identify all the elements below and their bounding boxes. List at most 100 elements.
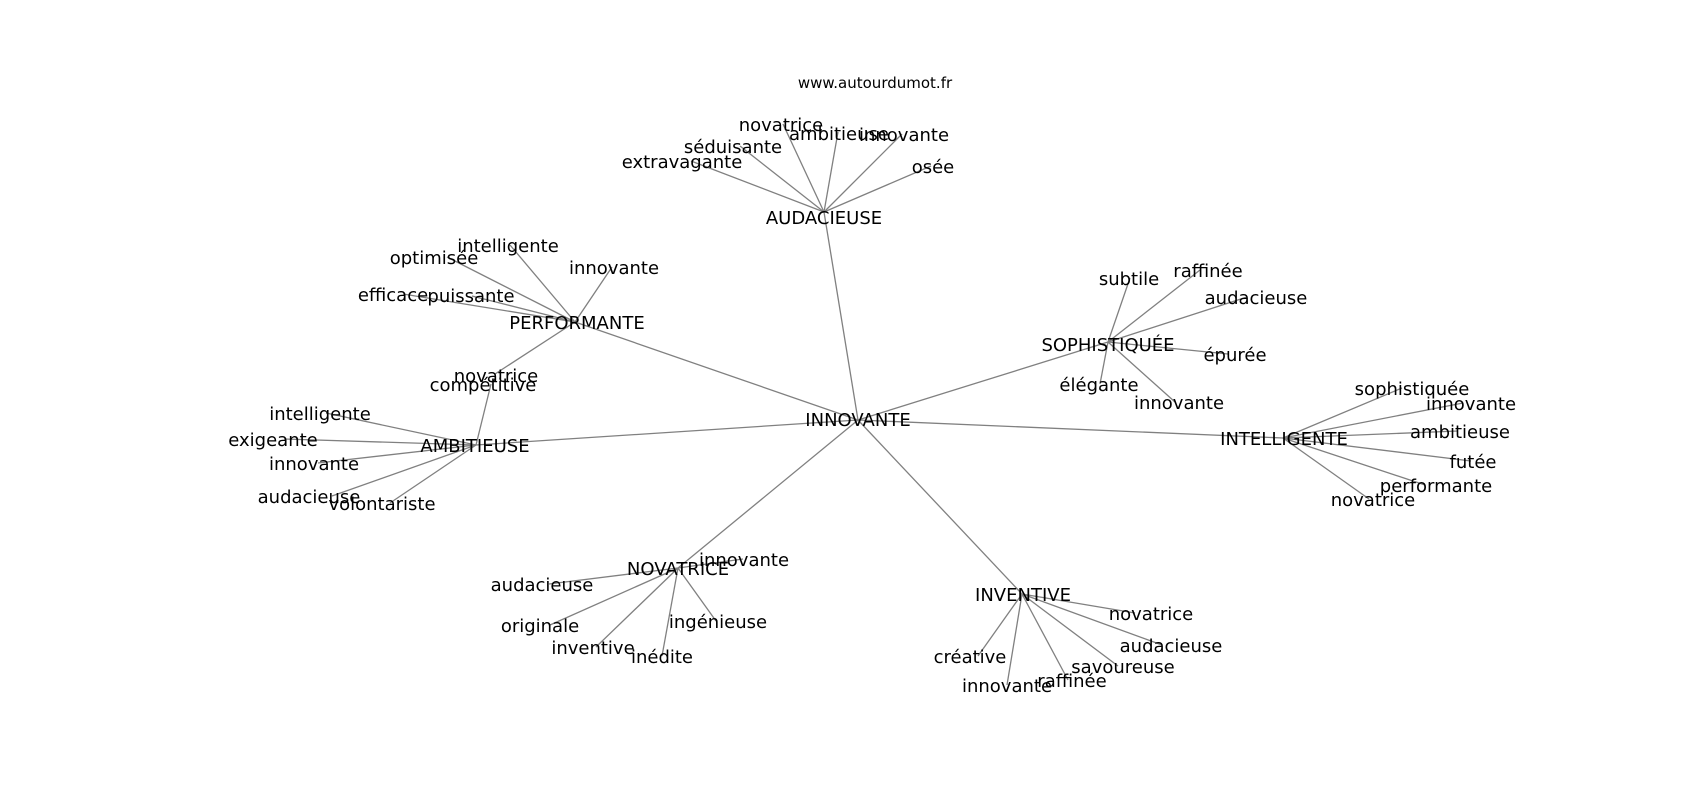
word-label: compétitive <box>430 375 537 396</box>
word-label: savoureuse <box>1071 657 1174 678</box>
word-label: innovante <box>859 125 949 146</box>
hub-word-edge <box>1021 593 1136 614</box>
hub-word-edge <box>389 444 477 504</box>
word-label: créative <box>934 647 1007 668</box>
word-label: ingénieuse <box>669 612 767 633</box>
word-label: audacieuse <box>1120 636 1223 657</box>
word-label: innovante <box>962 676 1052 697</box>
hub-label: INTELLIGENTE <box>1220 429 1348 450</box>
hub-word-edge <box>1282 430 1459 439</box>
hub-label: SOPHISTIQUÉE <box>1041 334 1174 356</box>
word-label: raffinée <box>1037 671 1106 692</box>
hub-word-edge <box>1107 269 1201 343</box>
hub-word-edge <box>739 145 825 213</box>
word-label: épurée <box>1203 345 1266 366</box>
word-label: innovante <box>1426 394 1516 415</box>
word-label: ambitieuse <box>1410 422 1510 443</box>
hub-word-edge <box>283 438 477 446</box>
edges-layer <box>283 123 1472 686</box>
hub-label: NOVATRICE <box>627 559 729 580</box>
hub-word-edge <box>471 295 576 323</box>
center-hub-edge <box>857 341 1109 421</box>
word-label: osée <box>912 157 955 178</box>
hub-word-edge <box>823 165 932 213</box>
word-label: optimisée <box>390 248 479 269</box>
word-label: inventive <box>551 638 634 659</box>
word-label: innovante <box>699 550 789 571</box>
hub-word-edge <box>548 567 679 585</box>
word-label: élégante <box>1059 375 1138 396</box>
site-url: www.autourdumot.fr <box>798 74 953 92</box>
word-label: novatrice <box>739 115 824 136</box>
word-label: audacieuse <box>258 487 361 508</box>
hub-word-edge <box>1282 437 1370 500</box>
word-label: innovante <box>569 258 659 279</box>
word-label: performante <box>1380 476 1492 497</box>
word-label: audacieuse <box>1205 288 1308 309</box>
hub-word-edge <box>509 244 576 323</box>
word-label: raffinée <box>1173 261 1242 282</box>
hub-word-edge <box>1282 437 1426 486</box>
hub-word-edge <box>574 266 613 323</box>
word-label: innovante <box>1134 393 1224 414</box>
hub-word-edge <box>677 567 717 622</box>
hub-word-edge <box>1107 341 1176 403</box>
word-label: intelligente <box>269 404 371 425</box>
center-hub-edge <box>857 419 1023 595</box>
word-label: puissante <box>427 286 514 307</box>
hub-label: AMBITIEUSE <box>420 436 529 457</box>
hub-word-edge <box>661 567 679 657</box>
word-label: séduisante <box>684 137 782 158</box>
hub-word-edge <box>1282 402 1464 439</box>
center-hub-edge <box>574 321 859 421</box>
hub-word-edge <box>1107 341 1229 355</box>
word-label: originale <box>501 616 579 637</box>
hub-label: INVENTIVE <box>975 585 1071 606</box>
hub-word-edge <box>977 593 1023 657</box>
hub-word-edge <box>823 131 839 213</box>
hub-word-edge <box>1099 341 1109 385</box>
hub-word-edge <box>782 123 825 213</box>
center-hub-edge <box>475 419 859 446</box>
hub-label: AUDACIEUSE <box>766 208 882 229</box>
hub-label: PERFORMANTE <box>509 313 644 334</box>
word-label: inédite <box>631 647 693 668</box>
center-node-label: INNOVANTE <box>805 410 910 431</box>
word-label: futée <box>1450 452 1497 473</box>
word-label: efficace <box>358 285 428 306</box>
hub-word-edge <box>494 321 576 375</box>
word-label: audacieuse <box>491 575 594 596</box>
word-label: novatrice <box>1331 490 1416 511</box>
hub-word-edge <box>331 444 477 497</box>
hub-word-edge <box>1107 296 1248 343</box>
hub-word-edge <box>1021 593 1119 667</box>
hub-word-edge <box>1021 593 1069 681</box>
word-label: exigeante <box>228 430 317 451</box>
hub-word-edge <box>549 567 679 626</box>
hub-word-edge <box>690 160 825 213</box>
word-label: novatrice <box>1109 604 1194 625</box>
hub-word-edge <box>446 256 576 323</box>
hub-word-edge <box>1021 593 1163 646</box>
word-label: sophistiquée <box>1355 379 1470 400</box>
hub-word-edge <box>402 293 576 323</box>
word-label: subtile <box>1099 269 1159 290</box>
hub-word-edge <box>1006 593 1023 686</box>
hub-word-edge <box>823 133 903 213</box>
word-label: novatrice <box>454 366 539 387</box>
hub-word-edge <box>317 444 477 464</box>
hub-word-edge <box>1107 277 1131 343</box>
hub-word-edge <box>475 383 492 446</box>
center-hub-edge <box>823 211 859 421</box>
hub-word-edge <box>595 567 679 648</box>
labels-layer: www.autourdumot.fr INNOVANTE AUDACIEUSE … <box>228 74 1516 697</box>
word-label: innovante <box>269 454 359 475</box>
hub-word-edge <box>325 412 477 446</box>
hub-word-edge <box>1282 387 1403 439</box>
hub-word-edge <box>1282 437 1472 462</box>
word-label: extravagante <box>622 152 743 173</box>
center-hub-edge <box>857 419 1284 439</box>
center-hub-edge <box>677 419 859 569</box>
word-label: ambitieuse <box>789 124 889 145</box>
